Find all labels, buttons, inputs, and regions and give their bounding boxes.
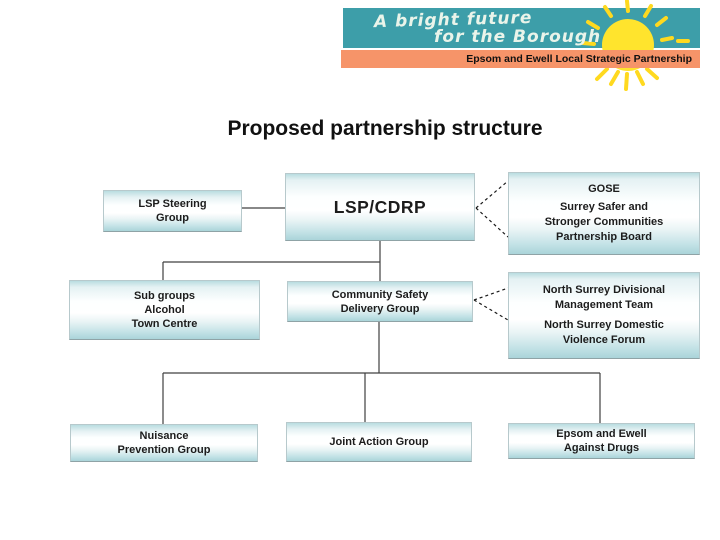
org-box-joint-action-group: Joint Action Group — [286, 422, 472, 462]
org-box-label: Stronger Communities — [544, 216, 664, 228]
org-box-label: Partnership Board — [556, 231, 652, 243]
org-box-label: LSP Steering — [138, 198, 207, 210]
page-title: Proposed partnership structure — [227, 117, 543, 140]
org-box-paragraph: North Surrey Divisional Management Team — [543, 283, 665, 313]
logo-subtitle: Epsom and Ewell Local Strategic Partners… — [466, 53, 692, 65]
org-box-lsp-steering-group: LSP Steering Group — [103, 190, 242, 232]
org-box-label: LSP/CDRP — [333, 197, 427, 217]
org-box-label: North Surrey Domestic — [544, 319, 664, 331]
org-box-label: North Surrey Divisional — [542, 284, 666, 296]
org-box-label: Community Safety — [331, 288, 429, 301]
org-box-label: Sub groups — [133, 290, 196, 302]
org-box-lsp-cdrp: LSP/CDRP — [285, 173, 475, 241]
org-box-paragraph: North Surrey Domestic Violence Forum — [544, 318, 664, 348]
org-box-label: Group — [156, 212, 189, 224]
logo-tagline-line2: for the Borough — [434, 27, 602, 47]
org-box-label: Surrey Safer and — [559, 201, 649, 213]
org-box-nuisance-prevention-group: Nuisance Prevention Group — [70, 424, 258, 462]
org-box-label: Delivery Group — [340, 302, 420, 315]
org-box-label: Nuisance — [139, 430, 189, 442]
org-box-sub-groups: Sub groups Alcohol Town Centre — [69, 280, 260, 340]
org-box-label: Town Centre — [131, 318, 198, 330]
org-box-label: Prevention Group — [117, 444, 211, 456]
org-box-heading: GOSE — [588, 183, 620, 195]
org-box-label: Violence Forum — [562, 334, 646, 346]
org-box-north-surrey: North Surrey Divisional Management Team … — [508, 272, 700, 359]
org-box-label: Against Drugs — [563, 442, 640, 454]
org-box-label: Epsom and Ewell — [556, 428, 647, 440]
org-box-gose: GOSE Surrey Safer and Stronger Communiti… — [508, 172, 700, 255]
org-box-label: Joint Action Group — [329, 436, 429, 448]
org-box-community-safety-delivery-group: Community Safety Delivery Group — [287, 281, 473, 322]
org-box-label: Alcohol — [144, 304, 185, 316]
org-box-epsom-ewell-against-drugs: Epsom and Ewell Against Drugs — [508, 423, 695, 459]
banner-orange-band — [341, 50, 700, 68]
org-box-label: Management Team — [554, 299, 654, 311]
